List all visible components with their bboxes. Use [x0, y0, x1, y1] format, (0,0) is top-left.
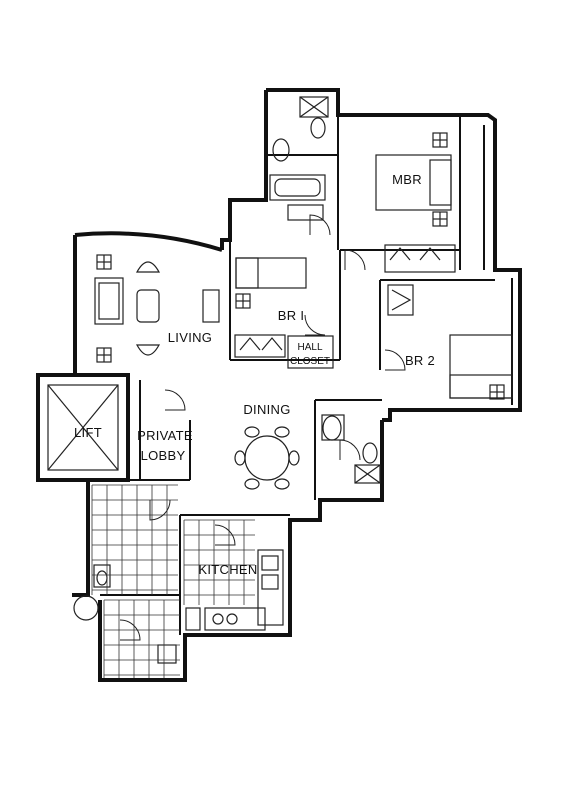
room-label-lobby: LOBBY [141, 448, 186, 463]
fixtures [47, 96, 513, 664]
outer-walls [36, 88, 522, 682]
room-labels: MBR BR I BR 2 LIVING HALL CLOSET DINING … [74, 172, 435, 577]
floor-tiles [91, 484, 255, 678]
room-label-closet: CLOSET [290, 356, 330, 367]
room-label-kitchen: KITCHEN [198, 562, 257, 577]
room-label-lift: LIFT [74, 425, 102, 440]
room-label-private: PRIVATE [137, 428, 193, 443]
room-label-br2: BR 2 [405, 353, 435, 368]
room-label-living: LIVING [168, 330, 212, 345]
room-label-mbr: MBR [392, 172, 422, 187]
room-label-dining: DINING [243, 402, 290, 417]
door-swings [119, 214, 406, 641]
room-label-br1: BR I [278, 308, 304, 323]
room-label-hall: HALL [297, 342, 322, 353]
